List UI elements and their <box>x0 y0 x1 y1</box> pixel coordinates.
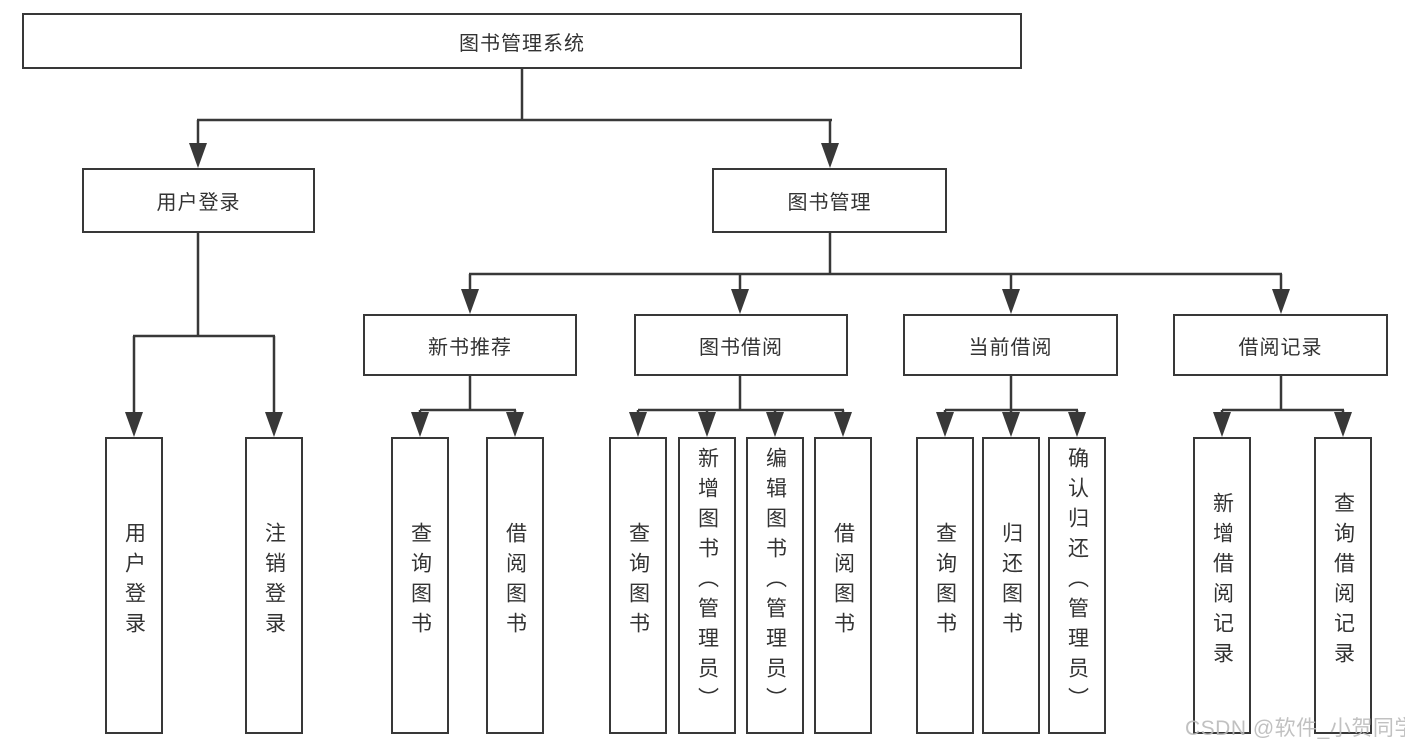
watermark-text: CSDN @软件_小贺同学 <box>1185 717 1405 740</box>
node-root-label: 图书管理系统 <box>459 32 585 55</box>
leaf-current-confirm-return-admin: 确认归还（管理员） <box>1048 437 1106 734</box>
leaf-current-confirm-return-admin-label: 确认归还（管理员） <box>1065 446 1089 717</box>
node-book-borrow: 图书借阅 <box>634 314 848 376</box>
leaf-newbook-query-books-label: 查询图书 <box>408 521 432 642</box>
leaf-records-query-record-label: 查询借阅记录 <box>1331 491 1355 672</box>
leaf-logout: 注销登录 <box>245 437 303 734</box>
node-current-borrow: 当前借阅 <box>903 314 1118 376</box>
node-current-borrow-label: 当前借阅 <box>968 336 1053 359</box>
leaf-borrow-edit-books-admin: 编辑图书（管理员） <box>746 437 804 734</box>
leaf-newbook-borrow-books-label: 借阅图书 <box>503 521 527 642</box>
leaf-user-login-label: 用户登录 <box>122 521 146 642</box>
leaf-records-query-record: 查询借阅记录 <box>1314 437 1372 734</box>
node-borrow-records-label: 借阅记录 <box>1238 336 1323 359</box>
node-new-book-recommend-label: 新书推荐 <box>428 336 512 359</box>
leaf-borrow-borrow-books-label: 借阅图书 <box>831 521 855 642</box>
leaf-borrow-query-books: 查询图书 <box>609 437 667 734</box>
node-borrow-records: 借阅记录 <box>1173 314 1388 376</box>
node-book-management-label: 图书管理 <box>787 192 872 214</box>
leaf-current-return-books: 归还图书 <box>982 437 1040 734</box>
node-user-login: 用户登录 <box>82 168 315 233</box>
leaf-borrow-borrow-books: 借阅图书 <box>814 437 872 734</box>
leaf-user-login: 用户登录 <box>105 437 163 734</box>
node-new-book-recommend: 新书推荐 <box>363 314 577 376</box>
node-user-login-label: 用户登录 <box>156 192 241 214</box>
leaf-borrow-add-books-admin: 新增图书（管理员） <box>678 437 736 734</box>
leaf-records-add-record: 新增借阅记录 <box>1193 437 1251 734</box>
leaf-current-query-books: 查询图书 <box>916 437 974 734</box>
leaf-newbook-query-books: 查询图书 <box>391 437 449 734</box>
leaf-current-return-books-label: 归还图书 <box>999 521 1023 642</box>
node-book-borrow-label: 图书借阅 <box>699 336 783 359</box>
leaf-logout-label: 注销登录 <box>262 521 286 642</box>
leaf-borrow-edit-books-admin-label: 编辑图书（管理员） <box>763 446 787 717</box>
leaf-borrow-query-books-label: 查询图书 <box>626 521 650 642</box>
node-root: 图书管理系统 <box>22 13 1022 69</box>
node-book-management: 图书管理 <box>712 168 947 233</box>
leaf-newbook-borrow-books: 借阅图书 <box>486 437 544 734</box>
leaf-current-query-books-label: 查询图书 <box>933 521 957 642</box>
leaf-borrow-add-books-admin-label: 新增图书（管理员） <box>695 446 719 717</box>
leaf-records-add-record-label: 新增借阅记录 <box>1210 491 1234 672</box>
